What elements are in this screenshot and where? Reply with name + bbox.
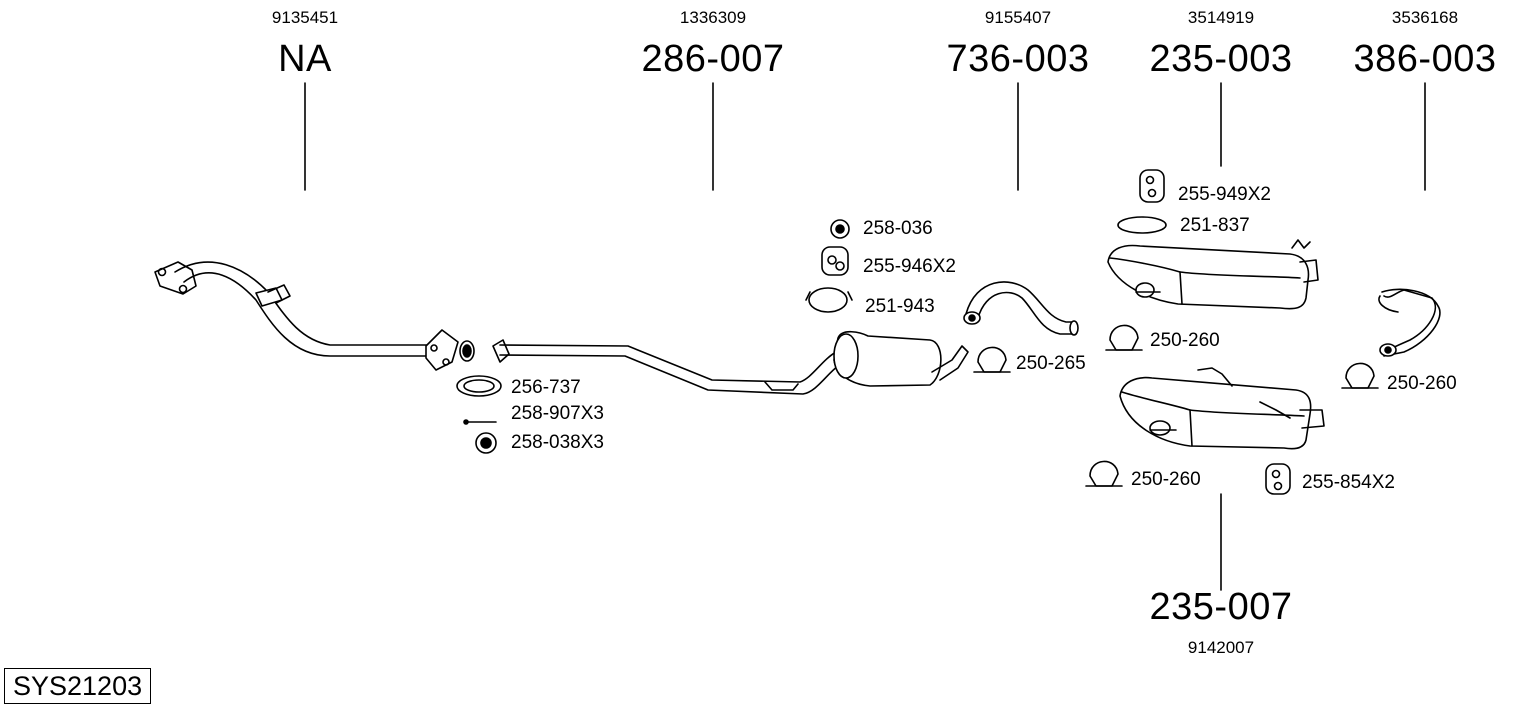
- clamp-upper-icon: [1109, 324, 1139, 351]
- oe-rear-lower: 9142007: [1187, 638, 1255, 657]
- rubber-mount-top-icon: [1139, 169, 1165, 203]
- rear-muffler-lower-drawing: [1119, 367, 1325, 450]
- rubber-mount-icon: [821, 246, 849, 276]
- clamp-icon: [977, 346, 1007, 373]
- clamp-tail-icon: [1345, 362, 1375, 389]
- system-code-box: SYS21203: [4, 668, 152, 704]
- label-clamp-upper[interactable]: 250-260: [1150, 330, 1220, 351]
- label-clamp-ring-top[interactable]: 251-837: [1180, 215, 1250, 236]
- part-rear-lower[interactable]: 235-007: [1149, 586, 1293, 628]
- oe-rear-upper: 3514919: [1187, 8, 1255, 27]
- connector-pipe-drawing: [963, 281, 1079, 336]
- rubber-mount-low-icon: [1265, 463, 1291, 495]
- label-rubber-mount-mid[interactable]: 255-946X2: [863, 256, 956, 277]
- nut-icon: [475, 432, 497, 454]
- part-tail-pipe[interactable]: 386-003: [1353, 38, 1497, 80]
- gasket-icon: [456, 375, 502, 397]
- label-nut-top[interactable]: 258-036: [863, 218, 933, 239]
- part-rear-upper[interactable]: 235-003: [1149, 38, 1293, 80]
- label-clamp-lower[interactable]: 250-260: [1131, 469, 1201, 490]
- middle-pipe-drawing: [492, 330, 969, 395]
- clamp-lower-icon: [1089, 460, 1119, 487]
- rear-muffler-upper-drawing: [1107, 239, 1319, 310]
- part-connector[interactable]: 736-003: [946, 38, 1090, 80]
- fitting-icons: [456, 169, 1379, 495]
- label-rubber-mount-top[interactable]: 255-949X2: [1178, 184, 1271, 205]
- label-clamp-tail[interactable]: 250-260: [1387, 373, 1457, 394]
- front-pipe-drawing: [154, 261, 475, 371]
- clamp-ring-icon: [808, 287, 848, 313]
- part-front-pipe[interactable]: NA: [278, 38, 332, 80]
- oe-middle-pipe: 1336309: [679, 8, 747, 27]
- oe-connector: 9155407: [984, 8, 1052, 27]
- label-gasket[interactable]: 256-737: [511, 377, 581, 398]
- part-middle-pipe[interactable]: 286-007: [641, 38, 785, 80]
- clamp-ring-top-icon: [1117, 216, 1167, 234]
- label-bolt[interactable]: 258-907X3: [511, 403, 604, 424]
- label-clamp-ring[interactable]: 251-943: [865, 296, 935, 317]
- label-clamp-mid[interactable]: 250-265: [1016, 353, 1086, 374]
- oe-front-pipe: 9135451: [271, 8, 339, 27]
- nut-top-icon: [830, 219, 850, 239]
- label-rubber-mount-low[interactable]: 255-854X2: [1302, 472, 1395, 493]
- label-nut-flange[interactable]: 258-038X3: [511, 432, 604, 453]
- oe-tail-pipe: 3536168: [1391, 8, 1459, 27]
- tail-pipe-drawing: [1378, 288, 1441, 357]
